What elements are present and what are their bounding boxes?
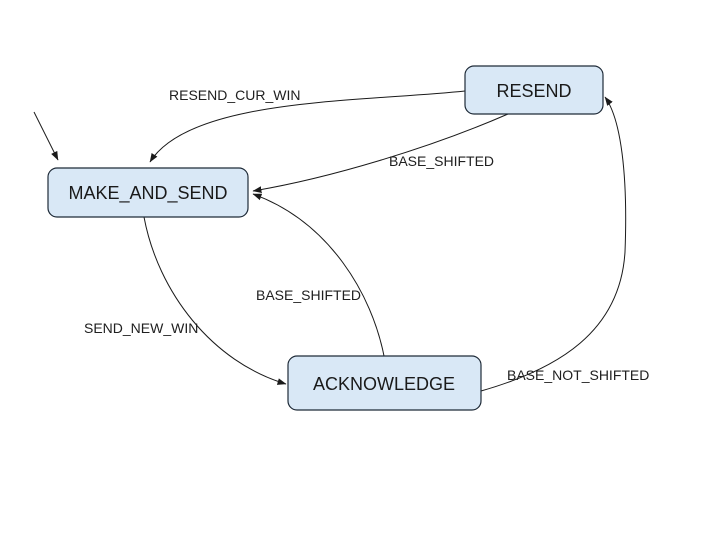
edge-label-send-new-win: SEND_NEW_WIN	[84, 320, 198, 336]
edge-acknowledge-to-make-and-send-base-shifted	[252, 193, 385, 357]
edge-initial-to-make-and-send	[33, 111, 59, 161]
edge-make-and-send-to-acknowledge-send-new-win	[143, 216, 287, 385]
state-box-resend	[464, 65, 604, 115]
state-node-acknowledge: ACKNOWLEDGE	[287, 355, 482, 411]
state-label-resend: RESEND	[496, 81, 571, 101]
edge-label-base-shifted-lower: BASE_SHIFTED	[256, 287, 361, 303]
state-label-acknowledge: ACKNOWLEDGE	[313, 374, 455, 394]
state-box-make-and-send	[47, 167, 249, 218]
edge-acknowledge-to-resend-base-not-shifted	[480, 96, 627, 392]
state-node-make-and-send: MAKE_AND_SEND	[47, 167, 249, 218]
state-node-resend: RESEND	[464, 65, 604, 115]
edge-resend-to-make-and-send-resend-cur-win	[149, 90, 466, 163]
edge-label-base-shifted-upper: BASE_SHIFTED	[389, 153, 494, 169]
edge-group	[33, 90, 627, 392]
edge-label-base-not-shifted: BASE_NOT_SHIFTED	[507, 367, 649, 383]
edge-label-group: RESEND_CUR_WIN BASE_SHIFTED BASE_SHIFTED…	[84, 87, 649, 383]
state-box-acknowledge	[287, 355, 482, 411]
edge-label-resend-cur-win: RESEND_CUR_WIN	[169, 87, 300, 103]
edge-resend-to-make-and-send-base-shifted	[252, 113, 509, 193]
state-label-make-and-send: MAKE_AND_SEND	[68, 183, 227, 204]
